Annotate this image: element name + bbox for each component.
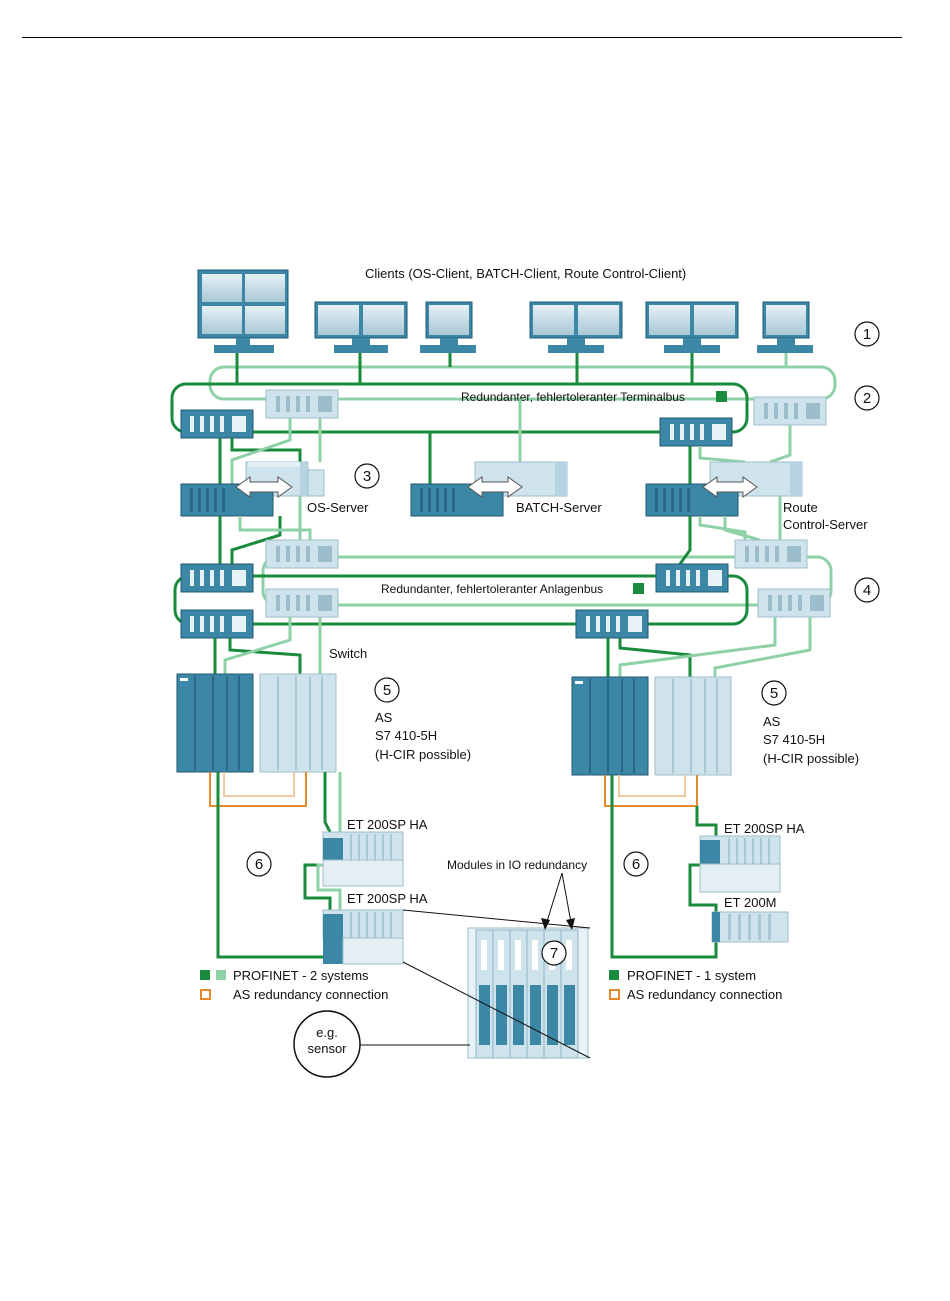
- plant-bus-marker: [633, 583, 644, 594]
- terminal-switch-left-light: [265, 389, 339, 419]
- callout-circle-6-right: [623, 851, 649, 877]
- legend-left-profinet: PROFINET - 2 systems: [233, 968, 369, 983]
- et200sp-ha-label-left-1: ET 200SP HA: [347, 817, 428, 832]
- as-rack-left-dark: [176, 673, 254, 773]
- terminal-switch-right-dark: [659, 417, 733, 447]
- callout-5-right: 5: [770, 685, 778, 702]
- callout-7: 7: [550, 945, 558, 962]
- et200sp-ha-label-left-2: ET 200SP HA: [347, 891, 428, 906]
- as-redundancy-links: [209, 772, 698, 807]
- profinet-io-links: [216, 772, 718, 959]
- pointer-lines: [360, 872, 591, 1059]
- client-workstation-single-2: [757, 301, 813, 353]
- as-label-left-2: S7 410-5H: [375, 728, 437, 743]
- modules-io-redundancy-label: Modules in IO redundancy: [447, 858, 587, 872]
- et200sp-ha-right: [699, 835, 781, 893]
- clients-title: Clients (OS-Client, BATCH-Client, Route …: [365, 266, 686, 281]
- as-label-left-1: AS: [375, 710, 393, 725]
- plant-to-as-links: [213, 617, 812, 677]
- switch-label: Switch: [329, 646, 367, 661]
- client-workstation-dual-2: [529, 301, 623, 353]
- route-control-server: [645, 461, 803, 517]
- terminal-switch-left-dark: [180, 409, 254, 439]
- as-rack-left-light: [259, 673, 337, 773]
- callout-4: 4: [863, 582, 871, 599]
- sensor-label-2: sensor: [307, 1041, 347, 1056]
- callout-6-left: 6: [255, 856, 263, 873]
- plant-switch-right-dark: [655, 563, 729, 593]
- callout-circle-7: [541, 940, 567, 966]
- route-server-label-1: Route: [783, 500, 818, 515]
- legend-right-profinet: PROFINET - 1 system: [627, 968, 756, 983]
- server-to-plant-links: [218, 496, 782, 565]
- callout-2: 2: [863, 390, 871, 407]
- legend-swatch-dark-right: [609, 970, 619, 980]
- callout-5-left: 5: [383, 682, 391, 699]
- batch-server: [410, 461, 568, 517]
- as-label-right-2: S7 410-5H: [763, 732, 825, 747]
- et200sp-ha-left-bottom: [322, 909, 404, 965]
- os-server: [180, 461, 325, 517]
- callout-circle-4: [854, 577, 880, 603]
- plant-bus-ring-light: [261, 555, 833, 607]
- plant-bus-ring-dark: [173, 574, 749, 626]
- et200sp-ha-left-top: [322, 831, 404, 887]
- route-server-label-2: Control-Server: [783, 517, 868, 532]
- callout-circle-2: [854, 385, 880, 411]
- callout-circle-3: [354, 463, 380, 489]
- callout-circle-1: [854, 321, 880, 347]
- batch-server-label: BATCH-Server: [516, 500, 602, 515]
- callout-1: 1: [863, 326, 871, 343]
- client-workstation-single-1: [420, 301, 476, 353]
- as-label-right-3: (H-CIR possible): [763, 751, 859, 766]
- plant-switch-bottom-left-light: [265, 588, 339, 618]
- plant-switch-right-light-top: [734, 539, 808, 569]
- callout-6-right: 6: [632, 856, 640, 873]
- client-workstation-dual-3: [645, 301, 739, 353]
- pointer-arrowheads: [541, 918, 575, 930]
- as-rack-right-light: [654, 676, 732, 776]
- et200m-label: ET 200M: [724, 895, 777, 910]
- as-label-left-3: (H-CIR possible): [375, 747, 471, 762]
- terminal-bus-ring-dark: [170, 382, 749, 434]
- plant-switch-right-light-bottom: [757, 588, 831, 618]
- client-workstation-dual-1: [314, 301, 408, 353]
- et200sp-ha-label-right: ET 200SP HA: [724, 821, 805, 836]
- legend-swatch-dark-left: [200, 970, 210, 980]
- terminal-to-server-links: [218, 399, 792, 484]
- plant-switch-bottom-left-dark: [180, 609, 254, 639]
- callout-3: 3: [363, 468, 371, 485]
- legend-swatch-as-left: [200, 989, 211, 1000]
- header-rule: [22, 37, 902, 38]
- plant-switch-center-dark: [575, 609, 649, 639]
- callout-circle-6-left: [246, 851, 272, 877]
- legend-left-as: AS redundancy connection: [233, 987, 388, 1002]
- as-rack-right-dark: [571, 676, 649, 776]
- sensor-icon: [293, 1010, 361, 1078]
- sensor-label-1: e.g.: [316, 1025, 338, 1040]
- legend-swatch-light-left: [216, 970, 226, 980]
- plant-bus-label: Redundanter, fehlertoleranter Anlagenbus: [381, 582, 603, 596]
- et200m-right: [711, 911, 789, 943]
- io-modules-zoom: [467, 927, 589, 1059]
- terminal-bus-label: Redundanter, fehlertoleranter Terminalbu…: [461, 390, 685, 404]
- os-server-label: OS-Server: [307, 500, 369, 515]
- terminal-bus-marker: [716, 391, 727, 402]
- client-drop-lines: [235, 353, 694, 384]
- terminal-switch-right-light: [753, 396, 827, 426]
- client-workstation-large: [197, 269, 289, 353]
- plant-switch-top-left-light: [265, 539, 339, 569]
- callout-circle-5-left: [374, 677, 400, 703]
- legend-swatch-as-right: [609, 989, 620, 1000]
- as-label-right-1: AS: [763, 714, 781, 729]
- callout-circle-5-right: [761, 680, 787, 706]
- legend-right-as: AS redundancy connection: [627, 987, 782, 1002]
- plant-switch-top-left-dark: [180, 563, 254, 593]
